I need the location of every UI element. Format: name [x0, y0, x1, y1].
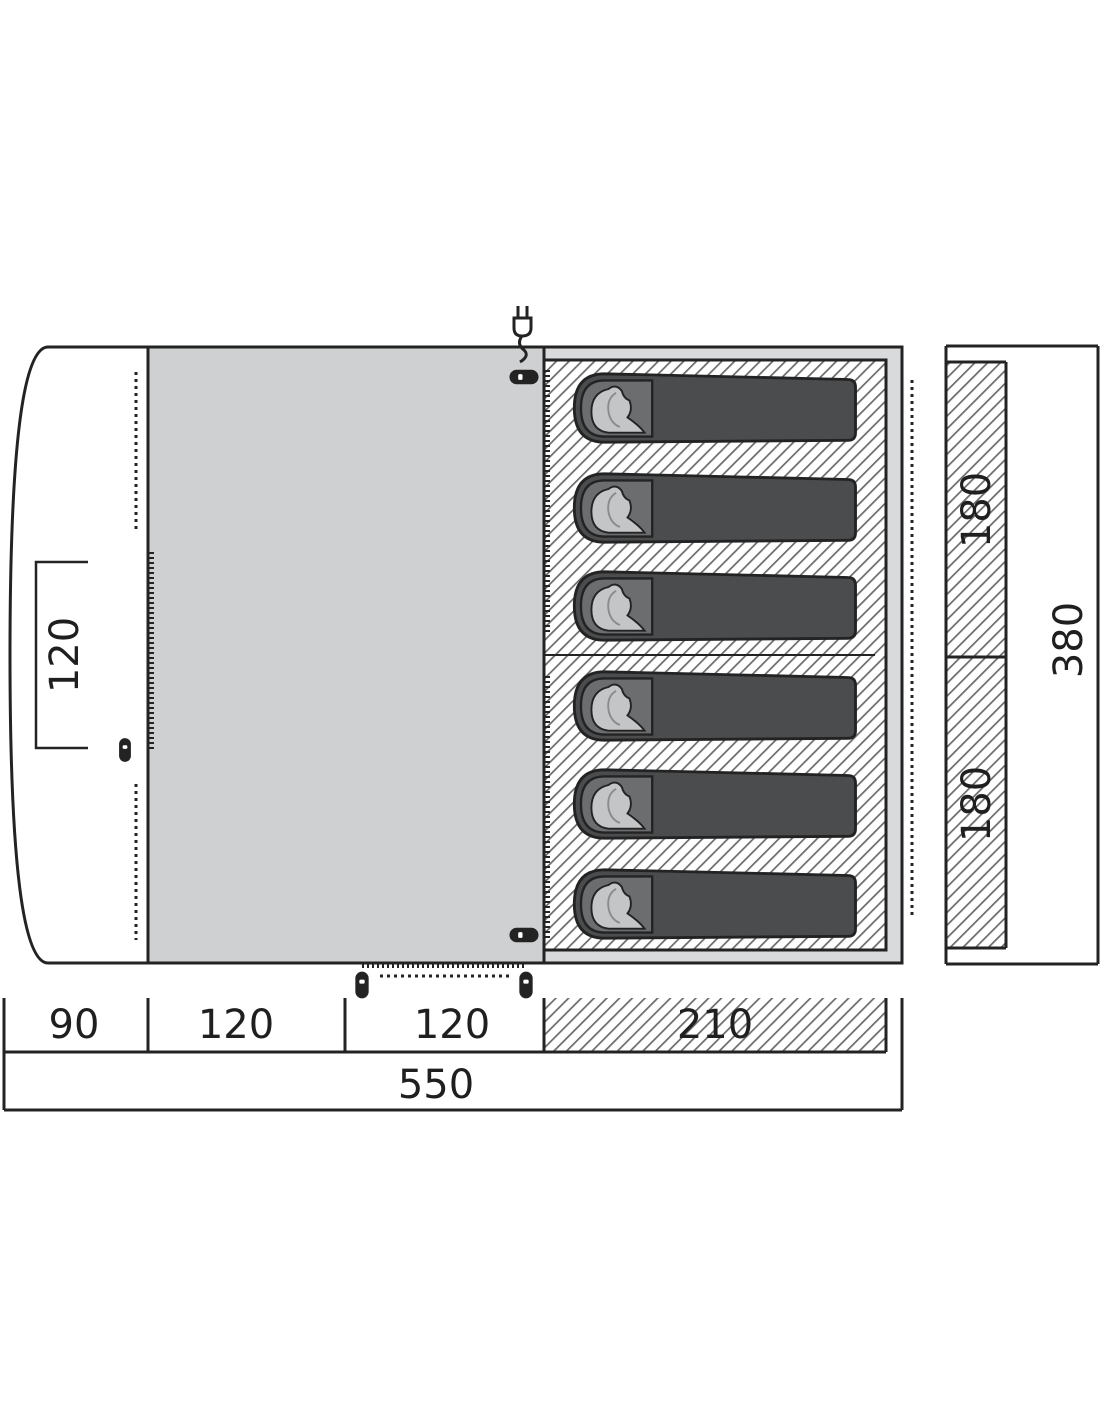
sleeping-bag [572, 768, 858, 840]
total-width-label: 380 [1046, 602, 1092, 678]
sleeping-bag [572, 372, 858, 444]
door-width-label: 120 [42, 617, 88, 693]
porch-area [8, 345, 148, 965]
toggle-fastener-icon [119, 738, 131, 762]
bedroom-length-label: 210 [677, 1002, 753, 1048]
sleeping-bag [572, 472, 858, 544]
bedroom-width-a-label: 180 [954, 472, 1000, 548]
bedroom-width-b-label: 180 [954, 766, 1000, 842]
toggle-fastener-icon [355, 971, 369, 999]
power-plug-icon [512, 306, 533, 364]
tent-outline [8, 345, 904, 965]
door-width-dimension: 120 [34, 560, 88, 750]
sleeping-bag [572, 868, 858, 940]
sleeping-bag [572, 670, 858, 742]
width-dimensions: 180 180 380 [944, 344, 1100, 966]
porch-depth-label: 90 [49, 1002, 100, 1048]
toggle-fastener-icon [509, 927, 539, 943]
length-dimensions: 90 120 120 210 550 [2, 998, 904, 1112]
toggle-fastener-icon [509, 369, 539, 385]
zippers [134, 370, 914, 978]
living-right-label: 120 [414, 1002, 490, 1048]
living-left-label: 120 [198, 1002, 274, 1048]
toggle-fastener-icon [519, 971, 533, 999]
sleeping-bag [572, 570, 858, 642]
living-area [146, 345, 546, 965]
total-length-label: 550 [398, 1062, 474, 1108]
